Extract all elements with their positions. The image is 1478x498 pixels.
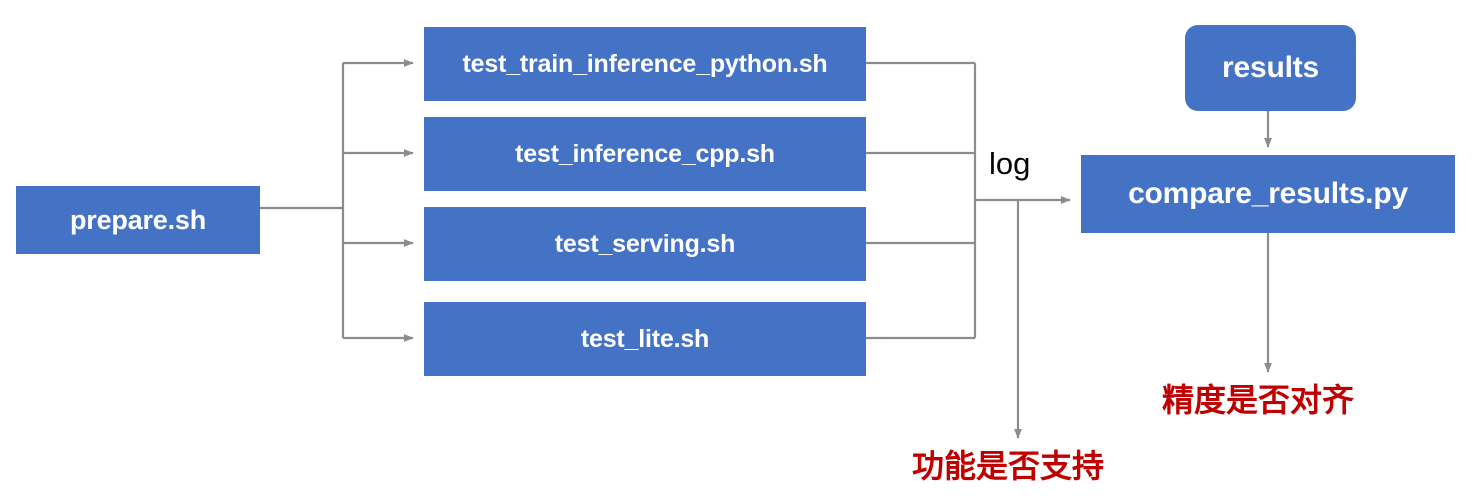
note-precision-aligned: 精度是否对齐 — [1162, 382, 1355, 418]
node-results[interactable]: results — [1185, 25, 1356, 111]
node-test-serving-sh[interactable]: test_serving.sh — [424, 207, 866, 281]
node-test-lite-sh[interactable]: test_lite.sh — [424, 302, 866, 376]
node-prepare-sh[interactable]: prepare.sh — [16, 186, 260, 254]
note-function-supported: 功能是否支持 — [912, 448, 1105, 484]
node-test-inference-cpp-sh[interactable]: test_inference_cpp.sh — [424, 117, 866, 191]
edge-label-log: log — [989, 146, 1031, 181]
node-compare-results-py[interactable]: compare_results.py — [1081, 155, 1455, 233]
node-test-train-inference-python-sh[interactable]: test_train_inference_python.sh — [424, 27, 866, 101]
